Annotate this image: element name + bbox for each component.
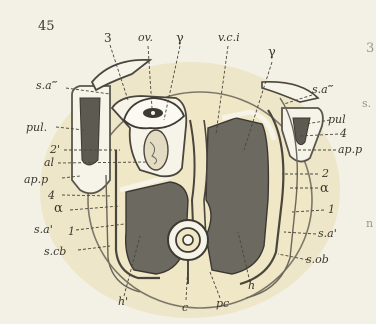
label-app-right: ap.p — [338, 144, 362, 155]
right-dark-mass — [206, 118, 268, 274]
label-h-prime: h' — [118, 296, 128, 307]
label-h: h — [248, 280, 255, 291]
ov-dot — [151, 111, 155, 115]
label-4-right: 4 — [340, 128, 347, 139]
label-pc: pc — [216, 298, 229, 309]
heart-ring-inner — [183, 235, 193, 245]
label-sob: s.ob — [306, 254, 329, 265]
edge-glyph-n: n — [366, 218, 373, 229]
label-app-left: ap.p — [24, 174, 48, 185]
label-scb: s.cb — [44, 246, 66, 257]
label-gamma-right: γ — [268, 46, 276, 59]
label-alpha-left: α — [54, 202, 63, 215]
label-c: c — [182, 302, 188, 313]
edge-glyph-s: s. — [362, 98, 371, 109]
label-sa1-left: s.a' — [34, 224, 53, 235]
label-sa3-right: s.a‴ — [312, 84, 333, 95]
label-pul-left: pul. — [26, 122, 47, 133]
label-sa3-left: s.a‴ — [36, 80, 57, 91]
label-3-top: 3 — [104, 32, 112, 44]
label-gamma-top: γ — [176, 32, 184, 45]
oval-organ — [144, 130, 168, 170]
label-sa1-right: s.a' — [318, 228, 337, 239]
label-pul-right: pul — [328, 114, 346, 125]
label-ov: ov. — [138, 32, 153, 43]
edge-glyph-3: 3 — [366, 42, 374, 55]
label-2-right: 2 — [322, 168, 329, 179]
label-alpha-right: α — [320, 182, 329, 195]
label-al: al — [44, 157, 54, 168]
label-1-left: 1 — [68, 226, 75, 237]
left-pul-dark — [80, 98, 100, 165]
label-1-right: 1 — [328, 204, 335, 215]
label-4-left: 4 — [48, 190, 55, 201]
section-body-outline — [88, 92, 312, 308]
label-vci: v.c.i — [218, 32, 240, 43]
figure-number: 45 — [38, 20, 55, 33]
label-2-prime: 2' — [50, 144, 60, 155]
